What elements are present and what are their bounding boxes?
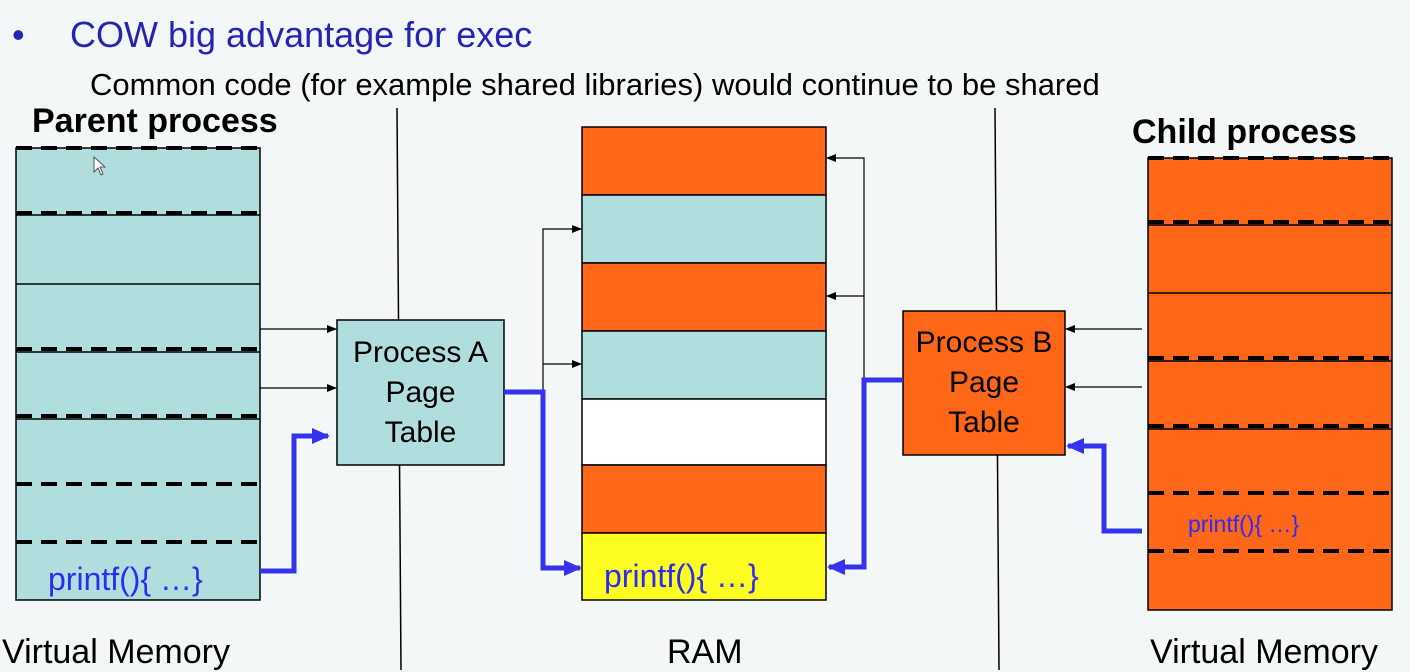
- page-table-b-box: [902, 310, 1066, 456]
- ram-frame-2: [581, 194, 827, 264]
- child-virtual-memory-label: Virtual Memory: [1150, 633, 1378, 671]
- slide-title: COW big advantage for exec: [70, 14, 533, 55]
- parent-printf-code: printf(){ …}: [48, 561, 203, 597]
- ram-printf-code: printf(){ …}: [604, 558, 759, 594]
- arrow-child-printf-to-ptb: [1066, 438, 1142, 534]
- ram-column: [581, 126, 827, 601]
- child-virtual-memory: [1147, 156, 1393, 611]
- parent-virtual-memory: [15, 146, 261, 601]
- mouse-cursor-icon: [93, 155, 107, 176]
- child-printf-code: printf(){ …}: [1188, 511, 1300, 537]
- ram-frame-6: [581, 464, 827, 534]
- ram-frame-shared: [581, 532, 827, 601]
- parent-virtual-memory-label: Virtual Memory: [2, 633, 230, 671]
- ram-frame-3: [581, 262, 827, 332]
- arrow-parent-printf-to-pta: [260, 428, 330, 574]
- page-table-a-box: [336, 319, 505, 466]
- page-table-b-label: Process B Page Table: [915, 326, 1053, 439]
- ram-frame-1: [581, 126, 827, 196]
- ram-label: RAM: [667, 633, 743, 671]
- arrow-ptb-to-ram-frame-1: [826, 154, 865, 380]
- page-table-a-label: Process A Page Table: [352, 336, 489, 449]
- ram-frame-5: [581, 398, 827, 466]
- arrow-ptb-to-ram-shared: [827, 377, 903, 575]
- ram-frame-4: [581, 330, 827, 400]
- arrow-pta-to-ram-frame-2: [542, 225, 582, 392]
- parent-process-heading: Parent process: [32, 102, 278, 140]
- arrow-pta-to-ram-shared: [504, 389, 582, 576]
- title-bullet: •: [12, 14, 25, 55]
- slide-subtitle: Common code (for example shared librarie…: [90, 67, 1100, 102]
- child-process-heading: Child process: [1132, 113, 1357, 151]
